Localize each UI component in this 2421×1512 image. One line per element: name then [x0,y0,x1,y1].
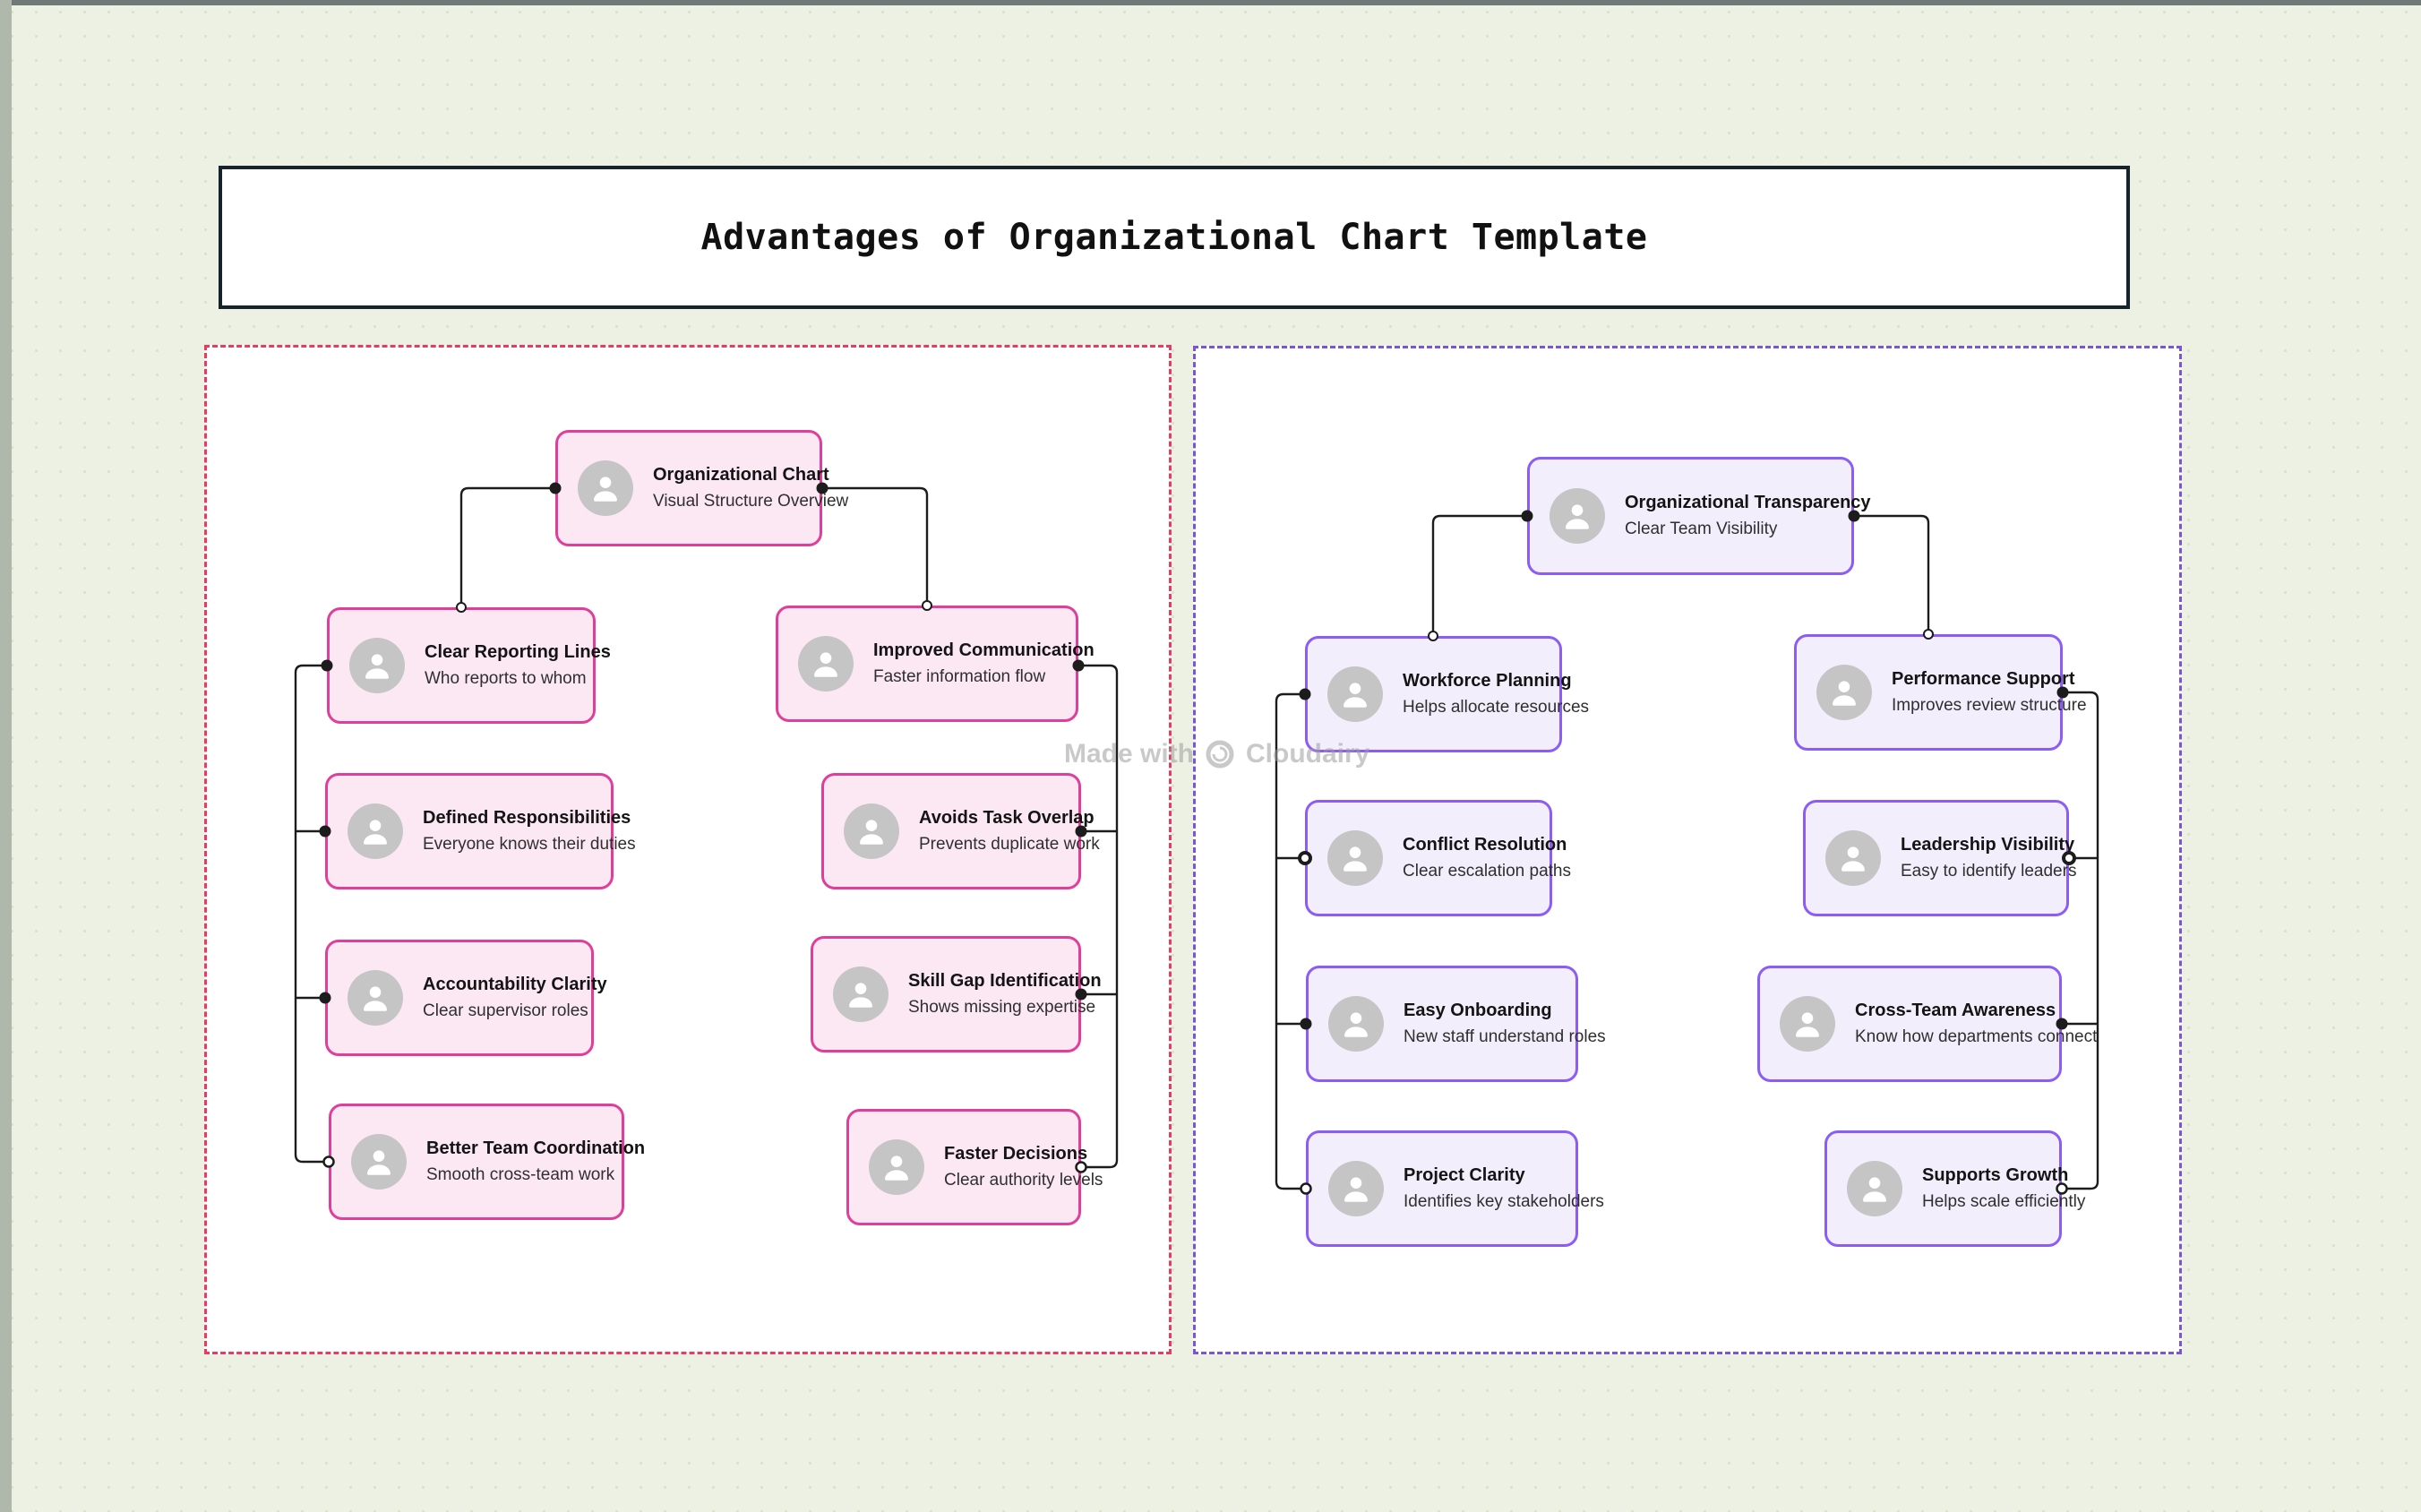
node-title: Leadership Visibility [1901,835,2075,855]
user-avatar-icon [844,803,899,859]
node-subtitle: Smooth cross-team work [426,1165,615,1185]
user-avatar-icon [351,1134,407,1190]
node-subtitle: Visual Structure Overview [653,492,849,511]
user-avatar-icon [1328,1161,1384,1216]
user-avatar-icon [348,970,403,1026]
node-title: Performance Support [1892,669,2075,690]
diagram-title: Advantages of Organizational Chart Templ… [700,217,1648,258]
node-title: Clear Reporting Lines [425,642,611,663]
node-title: Organizational Transparency [1625,493,1871,513]
node-title: Supports Growth [1922,1165,2069,1186]
node-subtitle: New staff understand roles [1404,1027,1606,1047]
node-subtitle: Everyone knows their duties [423,835,636,855]
node-subtitle: Clear escalation paths [1403,862,1571,881]
node-subtitle: Faster information flow [873,667,1046,687]
node-title: Cross-Team Awareness [1855,1001,2056,1021]
node-subtitle: Prevents duplicate work [919,835,1100,855]
user-avatar-icon [1328,996,1384,1052]
user-avatar-icon [1816,665,1872,720]
node-subtitle: Shows missing expertise [908,998,1096,1018]
user-avatar-icon [833,966,889,1022]
node-title: Avoids Task Overlap [919,808,1095,829]
node-title: Organizational Chart [653,465,829,485]
node-subtitle: Clear Team Visibility [1625,520,1778,539]
node-title: Easy Onboarding [1404,1001,1552,1021]
user-avatar-icon [348,803,403,859]
node-title: Workforce Planning [1403,671,1572,692]
canvas-edge-top [0,0,2421,5]
node-title: Skill Gap Identification [908,971,1102,992]
node-subtitle: Easy to identify leaders [1901,862,2077,881]
user-avatar-icon [1825,830,1881,886]
node-title: Better Team Coordination [426,1138,646,1159]
node-subtitle: Identifies key stakeholders [1404,1192,1604,1212]
node-title: Project Clarity [1404,1165,1525,1186]
node-subtitle: Clear supervisor roles [423,1001,588,1021]
user-avatar-icon [1847,1161,1902,1216]
user-avatar-icon [1327,830,1383,886]
node-title: Accountability Clarity [423,975,607,995]
node-subtitle: Helps scale efficiently [1922,1192,2086,1212]
user-avatar-icon [1780,996,1835,1052]
node-title: Conflict Resolution [1403,835,1567,855]
user-avatar-icon [349,638,405,693]
node-subtitle: Improves review structure [1892,696,2087,716]
node-subtitle: Clear authority levels [944,1171,1103,1190]
user-avatar-icon [1327,666,1383,722]
user-avatar-icon [1550,488,1605,544]
canvas-edge-left [0,0,12,1512]
node-title: Improved Communication [873,640,1095,661]
user-avatar-icon [578,460,633,516]
node-title: Defined Responsibilities [423,808,631,829]
user-avatar-icon [869,1139,924,1195]
node-subtitle: Who reports to whom [425,669,587,689]
diagram-title-box[interactable]: Advantages of Organizational Chart Templ… [219,166,2130,309]
node-title: Faster Decisions [944,1144,1088,1164]
node-subtitle: Know how departments connect [1855,1027,2098,1047]
user-avatar-icon [798,636,854,692]
node-subtitle: Helps allocate resources [1403,698,1590,717]
